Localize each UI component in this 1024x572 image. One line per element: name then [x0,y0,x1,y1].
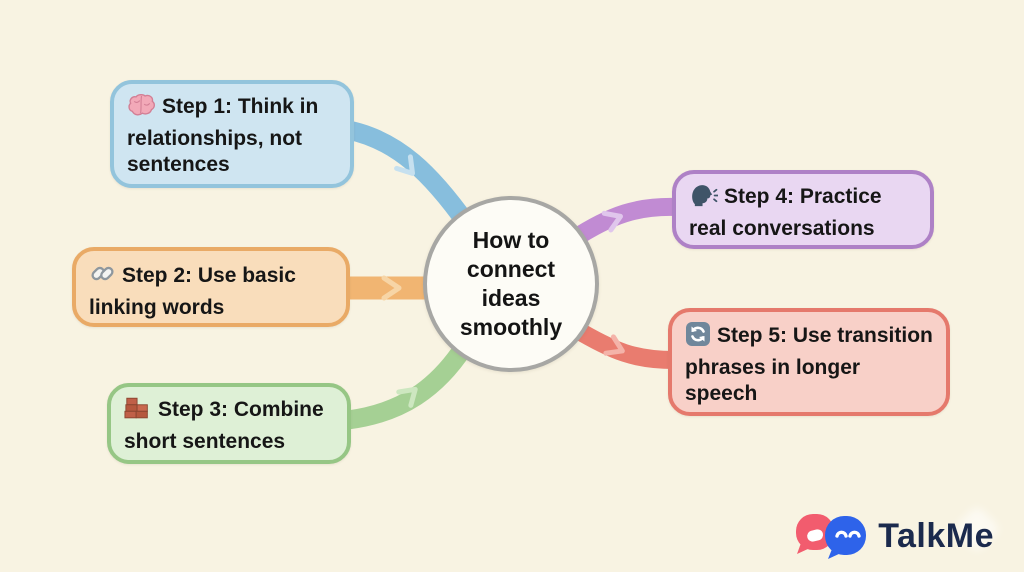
node-step1: Step 1: Think in relationships, not sent… [110,80,354,188]
node-step5: Step 5: Use transition phrases in longer… [668,308,950,416]
node-step2: Step 2: Use basic linking words [72,247,350,327]
chevron-step1-icon [394,154,415,176]
node-step5-label: Step 5: Use transition phrases in longer… [685,324,933,406]
node-step1-label: Step 1: Think in relationships, not sent… [127,95,319,177]
center-topic: How to connect ideas smoothly [423,196,599,372]
brain-icon [127,93,156,126]
chevron-step3-icon [396,386,418,408]
chevron-step2-icon [381,275,402,301]
center-line: smoothly [459,313,563,340]
node-step4-label: Step 4: Practice real conversations [689,185,882,240]
connector-step5 [569,320,675,369]
link-icon [89,260,116,295]
node-step2-label: Step 2: Use basic linking words [89,264,296,319]
chevron-step5-icon [603,334,625,356]
bricks-icon [124,396,152,429]
node-step4: Step 4: Practice real conversations [672,170,934,249]
node-step3-label: Step 3: Combine short sentences [124,398,324,453]
talkme-logo: TalkMe [792,508,994,564]
speaking-head-icon [689,183,719,216]
connector-step4 [567,197,677,248]
refresh-icon [685,321,711,355]
center-line: connect [466,256,556,283]
talkme-logo-text: TalkMe [878,516,994,555]
center-line: How to [472,227,550,254]
node-step3: Step 3: Combine short sentences [107,383,351,464]
talkme-logo-icon [792,507,874,566]
center-line: ideas [481,285,541,311]
chevron-step4-icon [601,210,623,233]
connector-step3 [346,341,472,430]
connector-step1 [345,120,475,230]
